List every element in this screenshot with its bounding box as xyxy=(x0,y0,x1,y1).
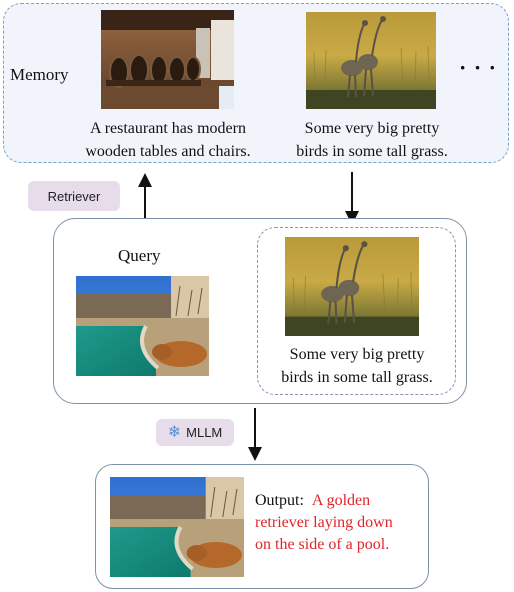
memory-caption-restaurant: A restaurant has modern wooden tables an… xyxy=(85,120,251,160)
pool-dog-image xyxy=(76,276,209,376)
output-pool-dog-image xyxy=(110,477,244,577)
output-text: Output: A golden retriever laying down o… xyxy=(255,490,425,556)
output-label: Output: xyxy=(255,492,304,509)
output-panel xyxy=(95,464,429,589)
retriever-tag: Retriever xyxy=(28,181,120,211)
birds-image xyxy=(306,12,436,109)
retrieved-caption: Some very big pretty birds in some tall … xyxy=(281,346,433,386)
mllm-tag: ❄ MLLM xyxy=(156,419,234,446)
output-line1: A golden xyxy=(311,492,371,509)
memory-label: Memory xyxy=(10,65,69,84)
query-label: Query xyxy=(118,246,161,265)
restaurant-image xyxy=(101,10,234,109)
retrieved-birds-image xyxy=(285,237,419,336)
memory-caption-birds: Some very big pretty birds in some tall … xyxy=(296,120,448,160)
snowflake-icon: ❄ xyxy=(167,423,182,441)
output-line2: retriever laying down xyxy=(255,514,393,531)
retrieved-panel xyxy=(257,227,456,395)
more-items-ellipsis: · · · xyxy=(459,55,498,80)
output-line3: on the side of a pool. xyxy=(255,536,390,553)
